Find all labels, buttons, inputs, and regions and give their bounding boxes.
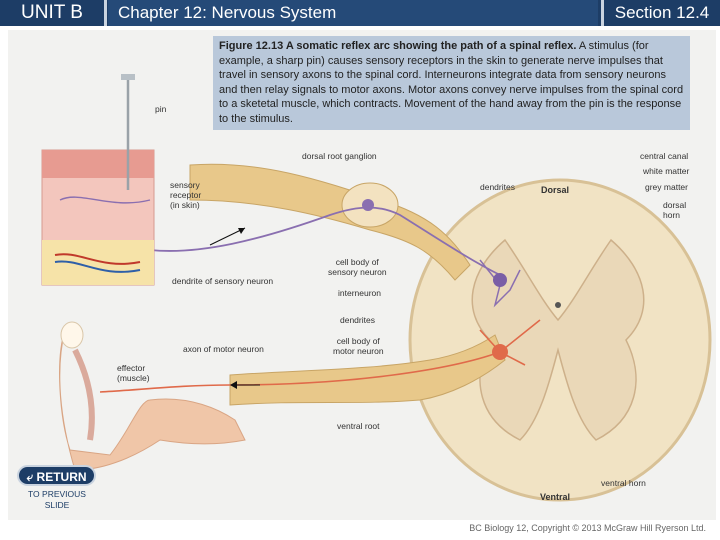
return-button[interactable]: ⤶ RETURN: [17, 465, 96, 486]
label-effector: effector (muscle): [117, 363, 150, 383]
label-dorsal-root-ganglion: dorsal root ganglion: [302, 151, 377, 161]
caption-title: Figure 12.13 A somatic reflex arc showin…: [219, 40, 577, 52]
label-sensory-receptor: sensory receptor (in skin): [170, 180, 202, 210]
return-arrow-icon: ⤶: [26, 470, 34, 484]
figure-caption: Figure 12.13 A somatic reflex arc showin…: [213, 36, 690, 130]
label-dorsal-horn: dorsal horn: [663, 200, 687, 220]
label-dendrite-sensory-neuron: dendrite of sensory neuron: [172, 276, 274, 286]
chapter-title: Chapter 12: Nervous System: [108, 0, 598, 26]
copyright-text: BC Biology 12, Copyright © 2013 McGraw H…: [469, 523, 706, 533]
label-ventral-horn: ventral horn: [601, 478, 646, 488]
label-interneuron: interneuron: [338, 288, 382, 298]
section-title: Section 12.4: [601, 0, 720, 26]
unit-title: UNIT B: [0, 0, 107, 26]
label-axon-motor-neuron: axon of motor neuron: [183, 344, 264, 354]
label-grey-matter: grey matter: [645, 182, 688, 192]
caption-body: A stimulus (for example, a sharp pin) ca…: [219, 40, 684, 125]
previous-slide-link[interactable]: TO PREVIOUS SLIDE: [28, 489, 86, 510]
label-ventral-root: ventral root: [337, 421, 380, 431]
label-dendrites-top: dendrites: [480, 182, 515, 192]
label-ventral: Ventral: [540, 492, 571, 502]
return-label: RETURN: [36, 470, 87, 484]
label-dendrites-bottom: dendrites: [340, 315, 375, 325]
label-central-canal: central canal: [640, 151, 689, 161]
label-dorsal: Dorsal: [541, 185, 570, 195]
label-cell-body-sensory: cell body of sensory neuron: [328, 257, 387, 277]
label-white-matter: white matter: [643, 166, 690, 176]
label-cell-body-motor: cell body of motor neuron: [333, 336, 384, 356]
label-pin: pin: [155, 104, 167, 114]
footer: BC Biology 12, Copyright © 2013 McGraw H…: [0, 520, 720, 540]
